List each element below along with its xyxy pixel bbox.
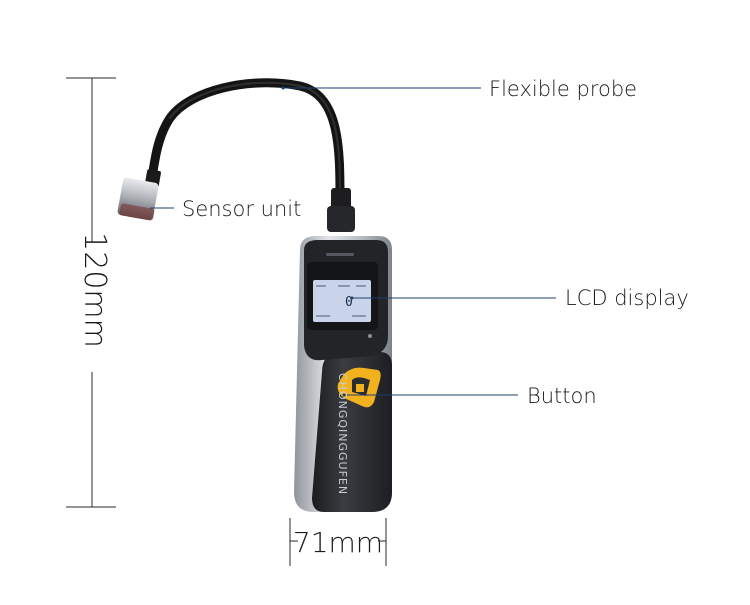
probe-collar	[331, 188, 351, 210]
height-dimension-lines	[66, 77, 116, 508]
flexible-probe-label: Flexible probe	[489, 77, 638, 101]
lcd-display: 0	[307, 253, 378, 338]
flexible-probe	[147, 78, 345, 205]
brand-text: CHONGQINGGUFEN	[336, 373, 349, 496]
button-label: Button	[527, 384, 597, 408]
height-dimension-label: 120mm	[77, 232, 112, 348]
lcd-reading: 0	[345, 295, 353, 310]
width-dimension-label: 71mm	[292, 526, 384, 559]
leader-lines	[150, 87, 556, 396]
sensor-unit	[117, 169, 161, 221]
sensor-unit-label: Sensor unit	[182, 197, 302, 221]
button[interactable]	[337, 367, 381, 408]
width-dimension-lines	[289, 518, 387, 566]
lcd-display-label: LCD display	[565, 286, 689, 310]
